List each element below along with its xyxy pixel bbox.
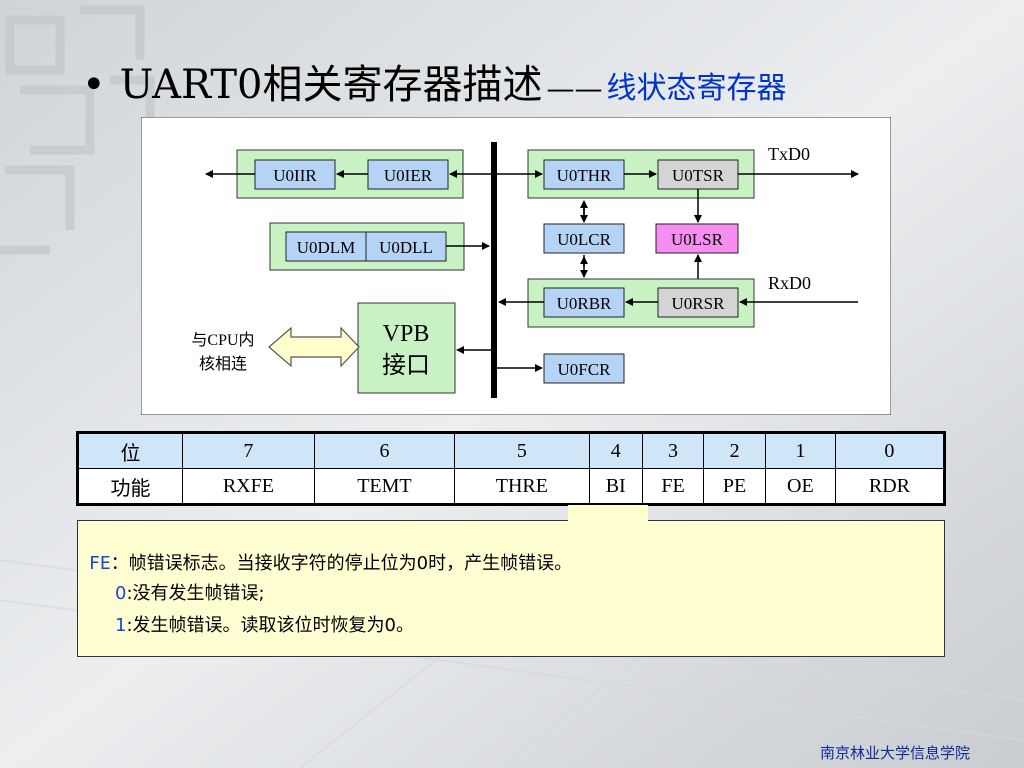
title-bullet: •: [82, 62, 106, 108]
reg-u0dll-label: U0DLL: [379, 238, 433, 257]
internal-bus: [491, 142, 497, 398]
bit-2-cell: 2: [703, 432, 766, 469]
reg-u0iir-label: U0IIR: [273, 166, 317, 185]
reg-u0lsr-label: U0LSR: [671, 230, 724, 249]
vpb-label-line2: 接口: [382, 352, 430, 379]
reg-u0tsr-label: U0TSR: [672, 166, 725, 185]
slide-title: • UART0相关寄存器描述——线状态寄存器: [82, 52, 787, 110]
bit-4-cell: 4: [588, 432, 643, 469]
func-pe-cell: PE: [703, 468, 766, 505]
reg-u0fcr-label: U0FCR: [558, 360, 612, 379]
rxd-label: RxD0: [768, 273, 811, 293]
fe-description-line: FE：帧错误标志。当接收字符的停止位为0时，产生帧错误。: [89, 549, 572, 575]
reg-u0rbr: [543, 287, 625, 318]
bit-header-cell: 位: [77, 432, 183, 469]
title-subtitle: 线状态寄存器: [606, 71, 787, 106]
uart-block-diagram: U0IIR U0IER U0DLM U0DLL VPB 接口 与CPU内 核相连…: [141, 117, 891, 415]
reg-u0lcr-label: U0LCR: [557, 230, 612, 249]
func-temt-cell: TEMT: [313, 468, 456, 505]
fe-description-box: FE：帧错误标志。当接收字符的停止位为0时，产生帧错误。 0:没有发生帧错误; …: [77, 520, 945, 657]
function-row: 功能 RXFE TEMT THRE BI FE PE OE RDR: [77, 468, 946, 505]
fe-label: FE: [89, 553, 111, 574]
fe-one-label: 1: [115, 615, 127, 636]
reg-u0rsr-label: U0RSR: [672, 294, 726, 313]
func-oe-cell: OE: [764, 468, 836, 505]
reg-u0lcr: [543, 223, 625, 254]
func-rxfe-cell: RXFE: [182, 468, 315, 505]
bit-number-row: 位 7 6 5 4 3 2 1 0: [77, 432, 946, 469]
footer-institution: 南京林业大学信息学院: [820, 744, 971, 762]
bit-1-cell: 1: [764, 432, 836, 469]
vpb-label-line1: VPB: [383, 321, 430, 347]
cpu-link-double-arrow: [268, 326, 360, 368]
bit-6-cell: 6: [313, 432, 456, 469]
reg-u0ier-label: U0IER: [384, 166, 433, 185]
reg-u0thr-label: U0THR: [557, 166, 612, 185]
bit-0-cell: 0: [834, 432, 946, 469]
fe-zero-text: :没有发生帧错误;: [126, 583, 265, 604]
vpb-interface: [357, 302, 456, 394]
bit-5-cell: 5: [454, 432, 590, 469]
bit-3-cell: 3: [641, 432, 705, 469]
title-dash: ——: [546, 72, 603, 105]
reg-u0rbr-label: U0RBR: [557, 294, 612, 313]
func-thre-cell: THRE: [454, 468, 590, 505]
bit-7-cell: 7: [182, 432, 315, 469]
cpu-label-line1: 与CPU内: [191, 331, 254, 349]
title-main: UART0相关寄存器描述: [119, 62, 543, 108]
reg-u0lsr: [655, 223, 739, 254]
fe-zero-line: 0:没有发生帧错误;: [115, 579, 265, 605]
fe-one-line: 1:发生帧错误。读取该位时恢复为0。: [115, 611, 414, 637]
function-header-cell: 功能: [77, 468, 183, 505]
func-fe-cell: FE: [641, 468, 705, 505]
reg-u0dll: [365, 231, 447, 262]
func-rdr-cell: RDR: [834, 468, 946, 505]
reg-u0dlm-label: U0DLM: [297, 238, 356, 257]
reg-u0iir: [254, 159, 336, 190]
reg-u0dlm: [285, 231, 367, 262]
reg-u0tsr: [657, 159, 739, 190]
func-bi-cell: BI: [588, 468, 643, 505]
txd-label: TxD0: [768, 144, 810, 164]
fe-text: ：帧错误标志。当接收字符的停止位为0时，产生帧错误。: [110, 553, 573, 574]
fe-zero-label: 0: [115, 583, 127, 604]
reg-u0ier: [367, 159, 449, 190]
cpu-label-line2: 核相连: [199, 355, 247, 373]
lsr-bit-table: 位 7 6 5 4 3 2 1 0 功能 RXFE TEMT THRE BI F…: [76, 431, 946, 506]
fe-one-text: :发生帧错误。读取该位时恢复为0。: [126, 615, 414, 636]
reg-u0fcr: [543, 353, 625, 384]
fe-callout-connector: [568, 505, 648, 522]
